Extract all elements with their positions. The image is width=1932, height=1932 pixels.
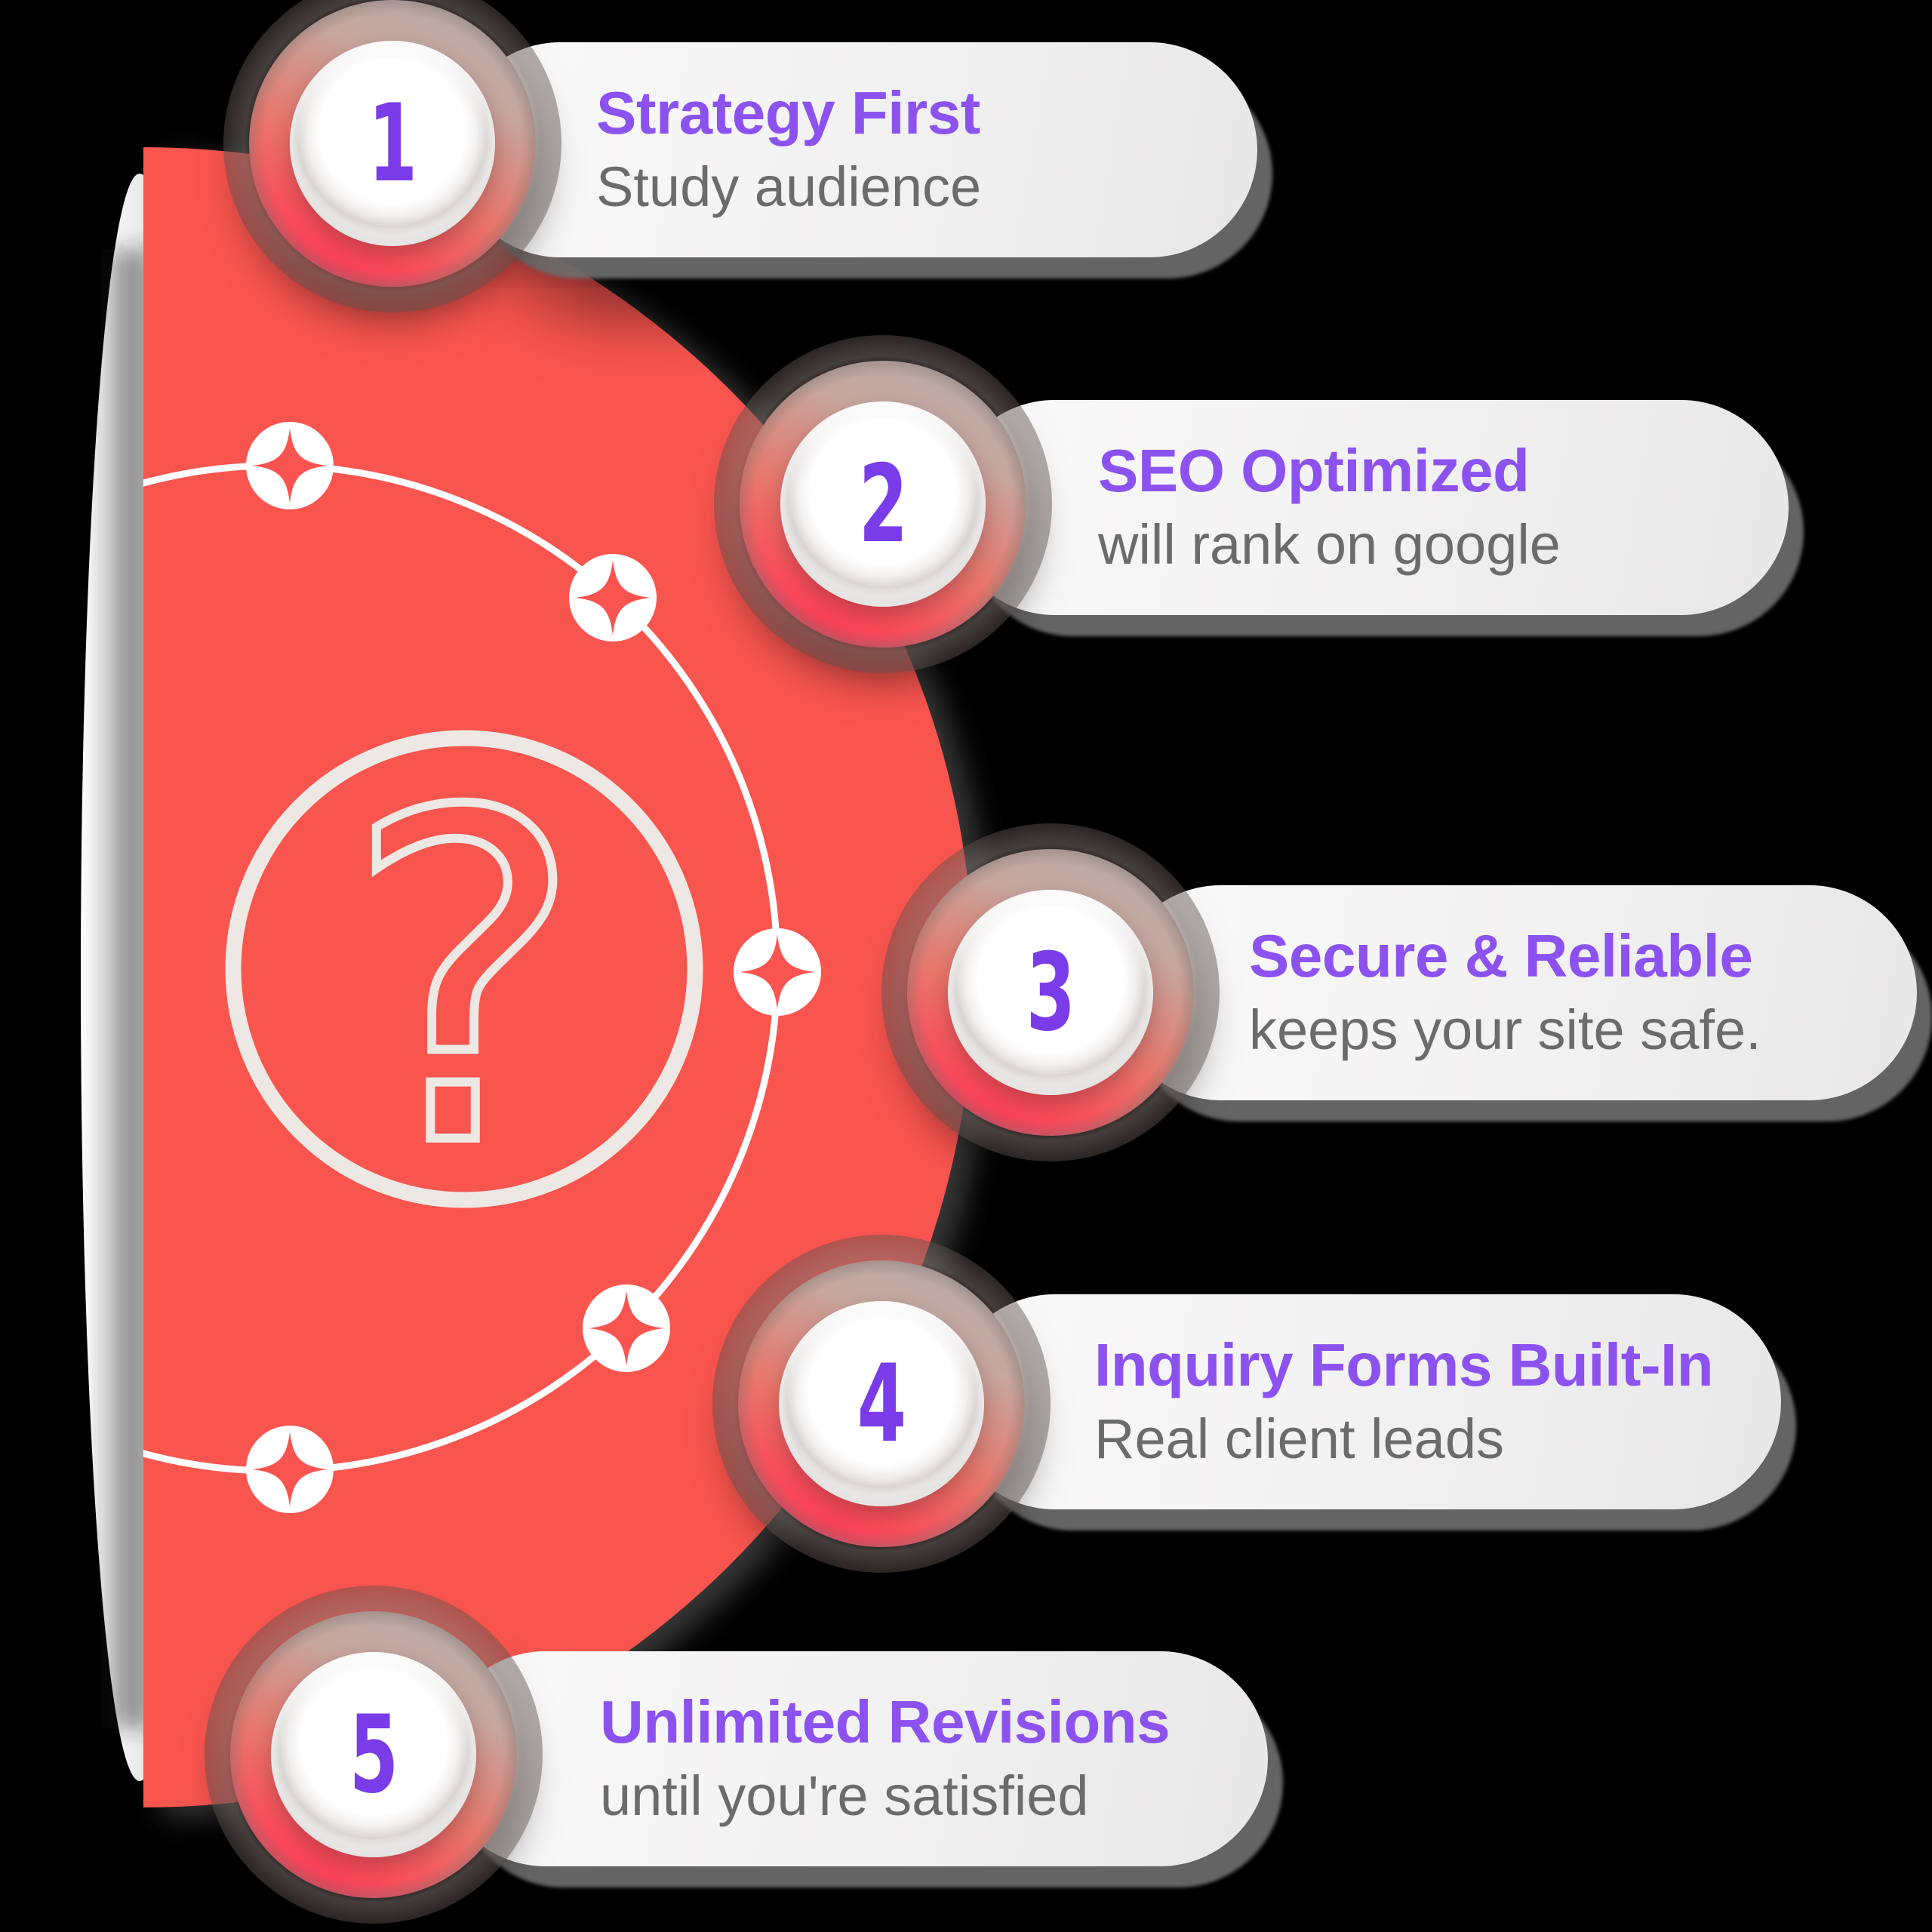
step-pill-4: Inquiry Forms Built-In Real client leads [947,1294,1781,1509]
question-circle-icon [225,730,703,1208]
step-title: Inquiry Forms Built-In [1094,1331,1714,1398]
step-number: 5 [349,1692,398,1817]
step-badge-dish: 5 [271,1652,476,1857]
step-pill-5: Unlimited Revisions until you're satisfi… [438,1651,1268,1866]
step-number: 2 [858,441,908,567]
step-number: 1 [368,81,417,206]
question-mark-icon: ? [344,718,584,1245]
step-badge-1: 1 [223,0,561,312]
sparkle-icon [734,928,821,1016]
step-pill-3: Secure & Reliable keeps your site safe. [1113,885,1917,1100]
sparkle-icon [246,1426,334,1513]
sparkle-icon [246,422,334,509]
step-badge-4: 4 [712,1235,1051,1573]
step-title: Unlimited Revisions [600,1687,1171,1755]
step-badge-dish: 3 [948,890,1153,1095]
step-badge-5: 5 [205,1586,543,1924]
step-badge-3: 3 [881,823,1220,1161]
sparkle-icon [569,554,657,641]
step-badge-dish: 2 [780,401,986,607]
step-title: Strategy First [596,78,980,146]
step-number: 4 [857,1341,906,1466]
step-title: SEO Optimized [1098,436,1530,504]
step-subtitle: keeps your site safe. [1249,998,1761,1062]
step-pill-1: Strategy First Study audience [453,42,1257,257]
step-title: Secure & Reliable [1249,921,1753,989]
step-subtitle: will rank on google [1098,513,1561,577]
step-subtitle: Real client leads [1094,1407,1504,1471]
step-badge-dish: 4 [779,1301,984,1506]
step-subtitle: until you're satisfied [600,1764,1089,1828]
step-number: 3 [1026,930,1075,1055]
step-subtitle: Study audience [596,155,982,219]
sparkle-icon [583,1284,670,1372]
step-badge-dish: 1 [290,41,495,246]
page-edge-shadow [91,249,146,1728]
step-pill-2: SEO Optimized will rank on google [947,400,1789,615]
step-badge-2: 2 [714,335,1052,673]
